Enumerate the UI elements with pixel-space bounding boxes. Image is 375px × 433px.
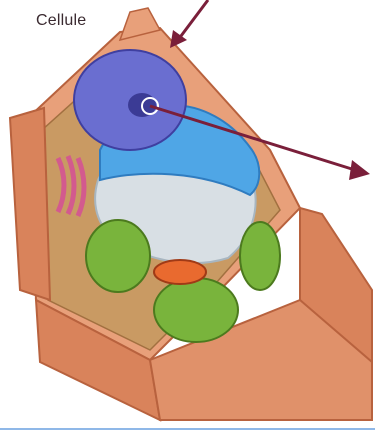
mitochondrion [154, 260, 206, 284]
chloroplast-center [154, 278, 238, 342]
chloroplast-right [240, 222, 280, 290]
bottom-divider [0, 428, 375, 430]
chloroplast-left [86, 220, 150, 292]
cell-wall-left [10, 108, 50, 300]
cell-label: Cellule [36, 12, 86, 30]
arrow-top [170, 0, 208, 48]
